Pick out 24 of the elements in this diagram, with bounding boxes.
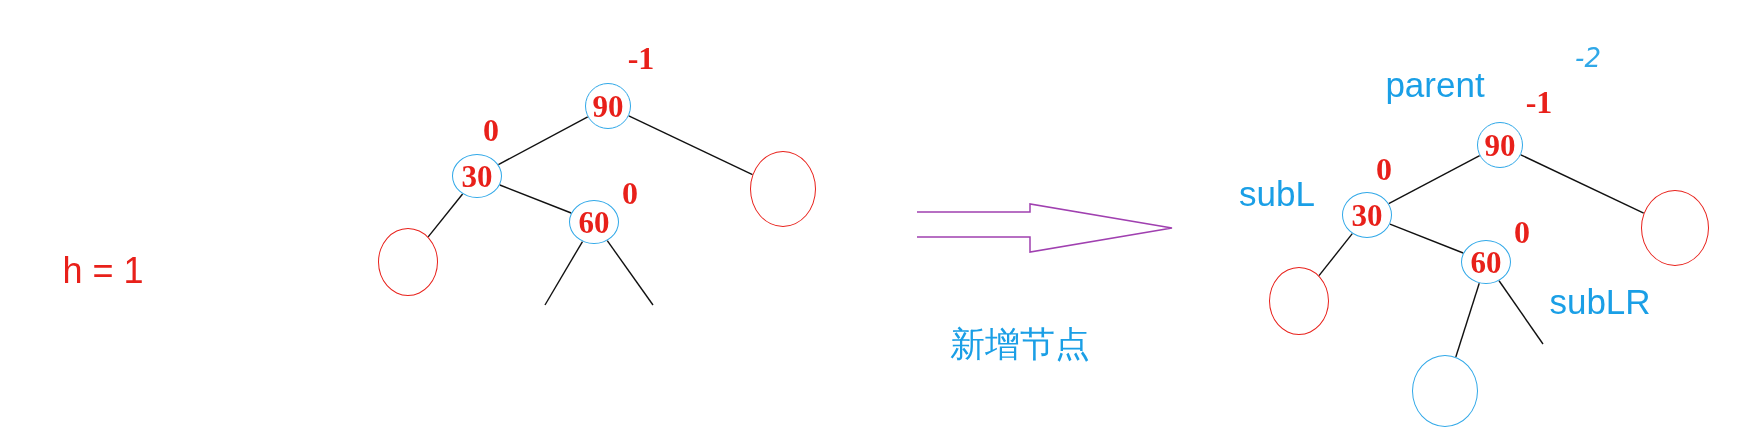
tree-edge: [628, 115, 754, 176]
caption-label: 新增节点: [950, 325, 1090, 361]
tree-edge: [497, 116, 589, 166]
tree-edge: [1389, 223, 1464, 254]
tree-edge: [1520, 154, 1645, 214]
balance-factor: 0: [1376, 153, 1392, 185]
pointer-label: subLR: [1549, 283, 1651, 319]
balance-factor: -1: [627, 42, 655, 74]
tree-edge: [1455, 282, 1480, 358]
tree-edge: [606, 239, 654, 306]
height-label: h = 1: [62, 253, 144, 289]
balance-factor: 0: [622, 177, 638, 209]
balance-factor: 0: [1514, 216, 1530, 248]
pointer-label: parent: [1385, 66, 1485, 102]
tree-edge: [427, 193, 464, 238]
tree-edge: [1498, 280, 1544, 345]
tree-edge: [544, 240, 584, 306]
balance-factor: -1: [1525, 86, 1553, 118]
handwritten-note: -2: [1575, 45, 1601, 71]
balance-factor: 0: [483, 114, 499, 146]
tree-edge: [1388, 155, 1481, 205]
tree-edge: [499, 184, 572, 214]
tree-edge: [1318, 232, 1353, 277]
pointer-label: subL: [1239, 175, 1315, 211]
